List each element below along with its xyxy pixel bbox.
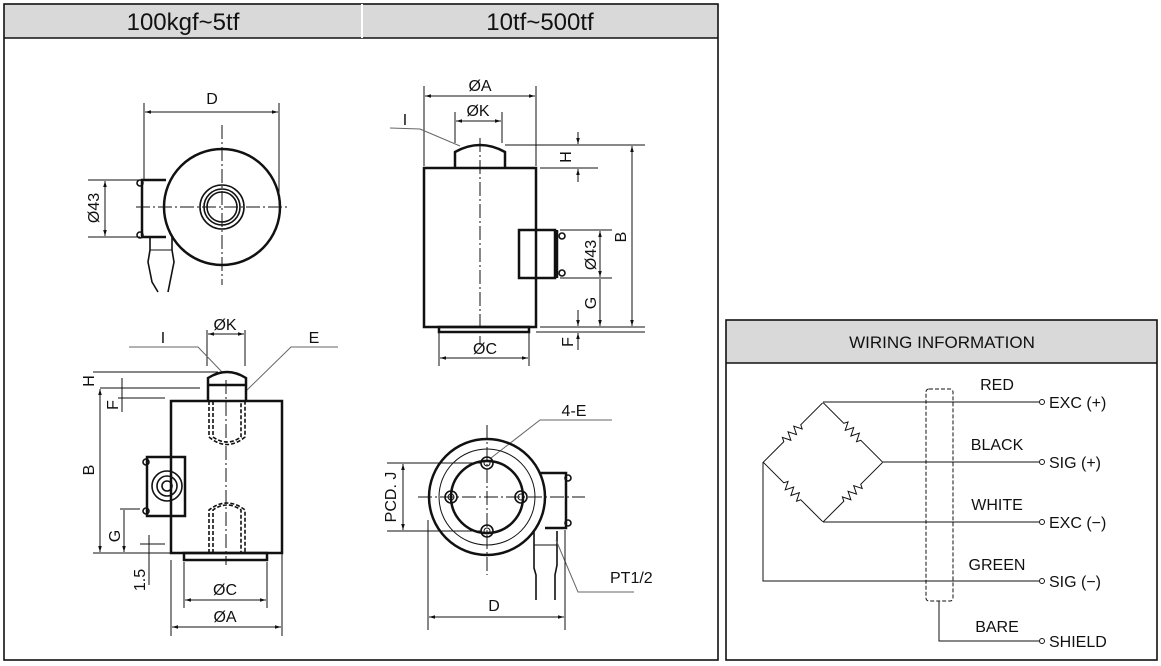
label-gap: 1.5 bbox=[132, 569, 149, 591]
side-connector bbox=[145, 455, 187, 518]
wire-color-label: WHITE bbox=[971, 497, 1023, 514]
small-cell-top-view: D Ø43 bbox=[86, 91, 288, 293]
resistor-icon bbox=[822, 461, 884, 523]
connector-box bbox=[540, 471, 568, 530]
wire-color-label: BARE bbox=[975, 619, 1019, 636]
label-i: I bbox=[161, 330, 165, 347]
label-g: G bbox=[583, 297, 600, 309]
connector-box bbox=[140, 178, 166, 239]
large-cell-side-view: ØA ØK I H B Ø43 G F ØC bbox=[389, 78, 645, 366]
wiring-title: WIRING INFORMATION bbox=[849, 333, 1035, 352]
label-dia43: Ø43 bbox=[86, 193, 103, 223]
cable bbox=[147, 237, 175, 293]
label-f: F bbox=[105, 400, 122, 410]
wire-color-label: RED bbox=[980, 377, 1014, 394]
wiring-panel: WIRING INFORMATION bbox=[725, 319, 1158, 661]
wire-bare bbox=[938, 601, 1039, 642]
label-d: D bbox=[488, 598, 500, 615]
label-f: F bbox=[560, 337, 577, 347]
label-pcd: PCD. J bbox=[383, 472, 400, 523]
label-dia43-side: Ø43 bbox=[583, 240, 600, 270]
resistor-icon bbox=[762, 402, 824, 463]
small-cell-side-view: ØK I E H F B G 1.5 bbox=[81, 317, 338, 636]
wire-color-label: BLACK bbox=[971, 437, 1024, 454]
label-g: G bbox=[107, 530, 124, 542]
wheatstone-bridge bbox=[762, 402, 884, 523]
label-c: ØC bbox=[213, 582, 237, 599]
label-bolts: 4-E bbox=[562, 403, 587, 420]
terminal-label: SIG (+) bbox=[1049, 455, 1101, 472]
header-small-range: 100kgf~5tf bbox=[127, 9, 240, 36]
label-port: PT1/2 bbox=[610, 570, 653, 587]
dimension-panel: 100kgf~5tf 10tf~500tf bbox=[3, 3, 719, 661]
terminal-label: EXC (+) bbox=[1049, 395, 1106, 412]
resistor-icon bbox=[762, 461, 824, 523]
terminal-label: EXC (−) bbox=[1049, 515, 1106, 532]
label-e: E bbox=[309, 330, 320, 347]
side-connector bbox=[517, 228, 557, 280]
large-cell-bottom-view: 4-E PT1/2 PCD. J D bbox=[383, 403, 653, 630]
wiring-border bbox=[725, 319, 1158, 661]
label-a: ØA bbox=[468, 78, 491, 95]
resistor-icon bbox=[822, 402, 884, 463]
cable-shield bbox=[925, 388, 954, 602]
label-a: ØA bbox=[213, 609, 236, 626]
wire-green bbox=[762, 462, 1039, 582]
wire-color-label: GREEN bbox=[969, 557, 1026, 574]
label-h: H bbox=[81, 375, 98, 387]
label-c: ØC bbox=[473, 341, 497, 358]
label-b: B bbox=[81, 465, 98, 476]
cable bbox=[533, 531, 558, 600]
terminal-icons bbox=[1039, 399, 1045, 644]
load-button bbox=[206, 370, 248, 401]
terminal-label: SIG (−) bbox=[1049, 574, 1101, 591]
label-d: D bbox=[206, 91, 218, 108]
header-large-range: 10tf~500tf bbox=[486, 9, 594, 36]
label-k: ØK bbox=[466, 103, 489, 120]
label-i: I bbox=[403, 112, 407, 129]
label-b: B bbox=[613, 232, 630, 243]
label-k: ØK bbox=[213, 317, 236, 334]
terminal-label: SHIELD bbox=[1049, 634, 1107, 651]
label-h: H bbox=[558, 151, 575, 163]
